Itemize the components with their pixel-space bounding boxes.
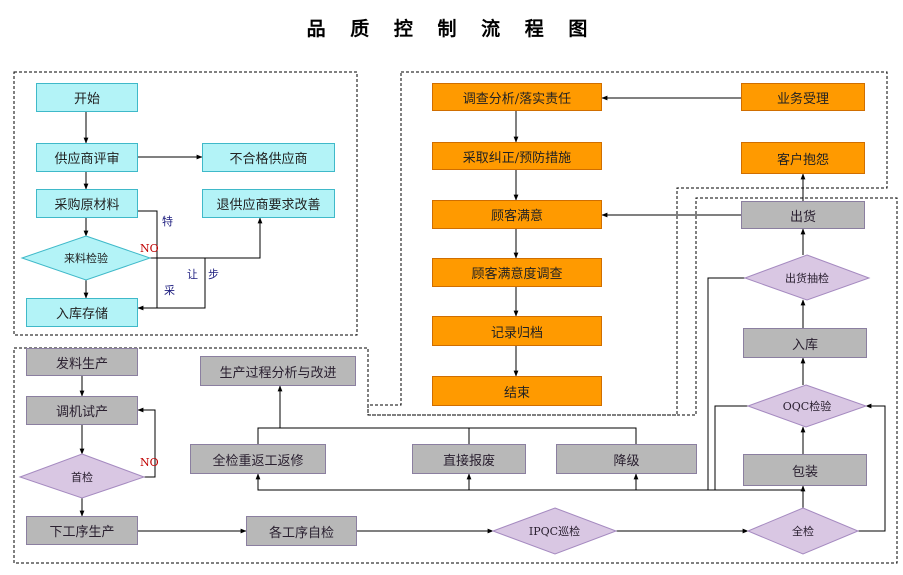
node-end: 结束 [432, 376, 602, 406]
node-corrective: 采取纠正/预防措施 [432, 142, 602, 170]
node-ship-check: 出货抽检 [785, 272, 829, 285]
node-full-check: 全检 [792, 525, 814, 538]
node-supplier-evaluate: 供应商评审 [36, 143, 138, 172]
node-package: 包装 [743, 454, 867, 486]
node-ipqc: IPQC巡检 [528, 525, 581, 538]
node-satisfied: 顾客满意 [432, 200, 602, 229]
diamond-ship-check [743, 254, 871, 301]
region-production [13, 197, 898, 564]
label-no-inspect: NO [140, 242, 159, 255]
node-next-process: 下工序生产 [26, 516, 138, 545]
node-survey: 顾客满意度调查 [432, 258, 602, 287]
node-first-check: 首检 [71, 471, 93, 484]
node-purchase-material: 采购原材料 [36, 189, 138, 218]
node-return-improve: 退供应商要求改善 [202, 189, 335, 218]
node-downgrade: 降级 [556, 444, 697, 474]
label-rang: 让 [187, 268, 198, 281]
node-start: 开始 [36, 83, 138, 112]
region-complaint [367, 71, 888, 416]
node-debug: 调机试产 [26, 396, 138, 425]
node-ship: 出货 [741, 201, 865, 229]
node-self-check: 各工序自检 [246, 516, 357, 546]
region-supplier [13, 71, 358, 336]
label-bu: 步 [208, 268, 219, 281]
node-scrap: 直接报废 [412, 444, 526, 474]
diamond-shapes [18, 235, 871, 555]
page-title: 品 质 控 制 流 程 图 [306, 18, 597, 40]
node-investigate: 调查分析/落实责任 [432, 83, 602, 111]
diamond-full-check [746, 507, 860, 555]
diamond-first-check [18, 453, 146, 499]
node-unqualified-supplier: 不合格供应商 [202, 143, 335, 172]
node-business-accept: 业务受理 [741, 83, 865, 111]
label-te: 特 [162, 215, 173, 228]
node-dispatch: 发料生产 [26, 348, 138, 376]
diamond-incoming-inspect [20, 235, 152, 281]
node-process-improve: 生产过程分析与改进 [200, 356, 356, 386]
node-incoming-inspect: 来料检验 [64, 252, 108, 265]
node-store: 入库存储 [26, 298, 138, 327]
label-cai: 采 [164, 284, 175, 297]
node-complaint: 客户抱怨 [741, 142, 865, 174]
diamond-ipqc [491, 507, 618, 555]
node-oqc: OQC检验 [782, 400, 832, 413]
node-warehouse: 入库 [743, 328, 867, 358]
node-record: 记录归档 [432, 316, 602, 346]
label-no-first: NO [140, 456, 159, 469]
diamond-oqc [746, 384, 868, 428]
node-rework: 全检重返工返修 [190, 444, 326, 474]
